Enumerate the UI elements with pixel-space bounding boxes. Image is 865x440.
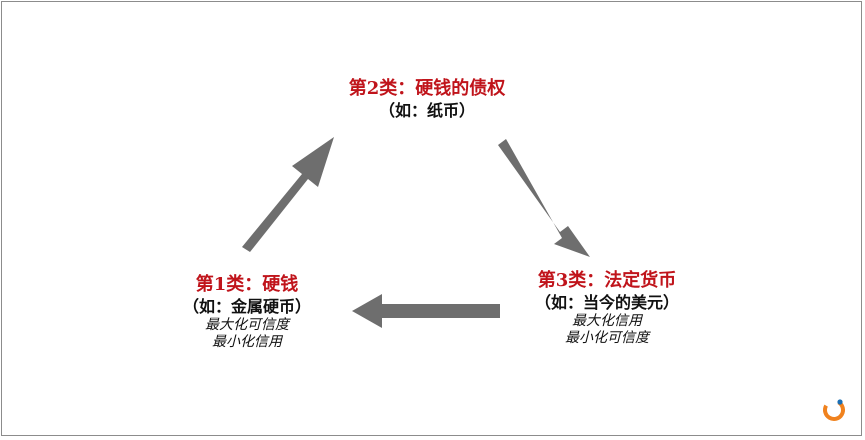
node-category-1: 第1类：硬钱 （如：金属硬币） 最大化可信度 最小化信用 <box>152 274 342 352</box>
ring-logo-icon <box>823 399 845 421</box>
arrow-1-to-2 <box>242 137 334 252</box>
node-2-example: （如：纸币） <box>378 100 475 120</box>
node-2-title: 第2类：硬钱的债权 <box>348 78 506 99</box>
node-3-title: 第3类：法定货币 <box>537 270 677 291</box>
node-category-2: 第2类：硬钱的债权 （如：纸币） <box>327 78 527 121</box>
node-1-note-1: 最大化可信度 <box>205 316 289 333</box>
arrow-3-to-1 <box>352 294 500 328</box>
node-1-example: （如：金属硬币） <box>182 296 311 316</box>
node-3-example: （如：当今的美元） <box>534 292 679 312</box>
node-1-title: 第1类：硬钱 <box>195 274 299 295</box>
arrow-2-to-3 <box>498 139 590 257</box>
node-3-note-2: 最小化可信度 <box>565 330 649 346</box>
node-category-3: 第3类：法定货币 （如：当今的美元） 最大化信用 最小化可信度 <box>507 270 707 348</box>
node-1-note-2: 最小化信用 <box>212 334 282 350</box>
node-3-note-1: 最大化信用 <box>572 312 642 329</box>
